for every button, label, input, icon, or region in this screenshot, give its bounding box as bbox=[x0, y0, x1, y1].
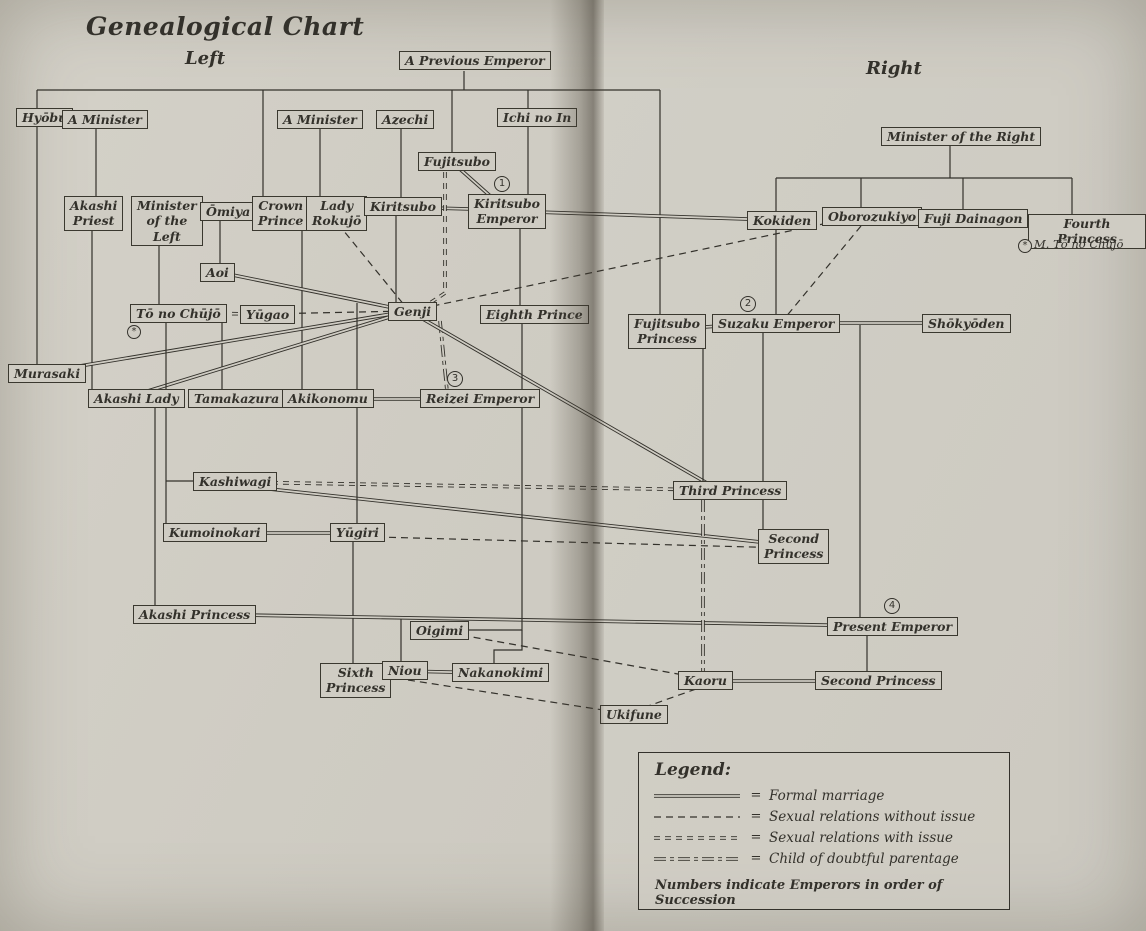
legend-sample-dashed bbox=[654, 815, 740, 818]
edge-double-murasaki-genji bbox=[37, 309, 410, 375]
legend-item-doubtful: = Child of doubtful parentage bbox=[651, 848, 1009, 869]
legend-title: Legend: bbox=[655, 760, 731, 780]
edge-double-kiritsubo-emperor-kokiden bbox=[505, 209, 777, 222]
edge-single-eighth-prince-nakanokimi bbox=[493, 630, 523, 666]
left-page-label: Left bbox=[185, 48, 226, 69]
edge-double-dashed-kashiwagi-third-princess bbox=[227, 480, 720, 492]
legend-equals: = bbox=[750, 809, 762, 824]
edge-dashed-oborozukiyo-suzaku-emperor bbox=[784, 225, 862, 319]
marriage-star-mark-to-no-chujo: * bbox=[127, 325, 141, 339]
person-box-kumoinokari: Kumoinokari bbox=[163, 523, 267, 543]
edge-double-akashi-princess-present-emperor bbox=[182, 612, 881, 628]
person-box-fourth-princess: Fourth Princess bbox=[1028, 214, 1146, 249]
legend-item-dashed: = Sexual relations without issue bbox=[651, 806, 1009, 827]
person-box-akashi-princess: Akashi Princess bbox=[133, 605, 257, 625]
legend-note: Numbers indicate Emperors in order of Su… bbox=[655, 878, 943, 908]
legend-equals: = bbox=[750, 788, 762, 803]
person-box-kokiden: Kokiden bbox=[747, 211, 818, 231]
edge-double-kashiwagi-second-princess-upper bbox=[259, 486, 789, 547]
legend-sample-doubtful bbox=[654, 856, 740, 861]
person-box-fujitsubo-princess: Fujitsubo Princess bbox=[628, 314, 706, 349]
legend-equals: = bbox=[750, 830, 762, 845]
person-box-minister-left: Minister of the Left bbox=[131, 196, 203, 246]
person-box-akikonomu: Akikonomu bbox=[282, 389, 374, 409]
person-box-second-princess-lower: Second Princess bbox=[815, 671, 942, 691]
edge-dashed-genji-oborozukiyo bbox=[408, 215, 862, 312]
marriage-star-mark-fourth-princess: * bbox=[1018, 239, 1032, 253]
edge-double-dashed-fujitsubo-genji bbox=[426, 172, 447, 307]
marriage-note: M. Tō no Chūjō bbox=[1034, 237, 1124, 251]
edge-double-akashi-lady-genji bbox=[124, 309, 410, 400]
person-box-minister-a1: A Minister bbox=[62, 110, 148, 130]
person-box-kiritsubo: Kiritsubo bbox=[364, 197, 442, 217]
succession-number-4: 4 bbox=[884, 598, 900, 614]
succession-number-2: 2 bbox=[740, 296, 756, 312]
legend-label: Formal marriage bbox=[769, 787, 885, 804]
person-box-sixth-princess: Sixth Princess bbox=[320, 663, 392, 698]
legend-label: Sexual relations without issue bbox=[769, 808, 976, 825]
legend-sample-double bbox=[654, 793, 740, 798]
person-box-akashi-priest: Akashi Priest bbox=[64, 196, 124, 231]
page-title: Genealogical Chart bbox=[86, 12, 365, 41]
person-box-lady-rokujo: Lady Rokujō bbox=[306, 196, 368, 231]
person-box-eighth-prince: Eighth Prince bbox=[480, 305, 589, 325]
person-box-kashiwagi: Kashiwagi bbox=[193, 472, 278, 492]
person-box-kiritsubo-emperor: Kiritsubo Emperor bbox=[468, 194, 546, 229]
succession-number-3: 3 bbox=[447, 371, 463, 387]
person-box-present-emperor: Present Emperor bbox=[827, 617, 959, 637]
person-box-fuji-dainagon: Fuji Dainagon bbox=[918, 209, 1029, 229]
person-box-yugao: Yūgao bbox=[240, 305, 296, 325]
person-box-ukifune: Ukifune bbox=[600, 705, 668, 725]
person-box-genji: Genji bbox=[388, 302, 437, 322]
person-box-previous-emperor: A Previous Emperor bbox=[399, 51, 551, 71]
edge-double-aoi-genji bbox=[217, 270, 410, 313]
person-box-omiya: Ōmiya bbox=[200, 202, 257, 222]
person-box-fujitsubo: Fujitsubo bbox=[418, 152, 496, 172]
person-box-nakanokimi: Nakanokimi bbox=[452, 663, 550, 683]
person-box-tamakazura: Tamakazura bbox=[188, 389, 286, 409]
person-box-murasaki: Murasaki bbox=[8, 364, 87, 384]
person-box-minister-a2: A Minister bbox=[277, 110, 363, 130]
person-box-to-no-chujo: Tō no Chūjō bbox=[130, 304, 227, 324]
person-box-oigimi: Oigimi bbox=[410, 621, 470, 641]
person-box-ichi-no-in: Ichi no In bbox=[497, 108, 578, 128]
legend-item-double: = Formal marriage bbox=[651, 785, 1009, 806]
person-box-hyobu: Hyōbu bbox=[16, 108, 74, 128]
legend-label: Child of doubtful parentage bbox=[769, 850, 959, 867]
person-box-aoi: Aoi bbox=[200, 263, 235, 283]
right-page-label: Right bbox=[866, 58, 922, 79]
person-box-minister-right: Minister of the Right bbox=[881, 127, 1042, 147]
person-box-azechi: Azechi bbox=[376, 110, 435, 130]
person-box-third-princess: Third Princess bbox=[673, 481, 788, 501]
legend-item-double-dashed: = Sexual relations with issue bbox=[651, 827, 1009, 848]
person-box-kaoru: Kaoru bbox=[678, 671, 733, 691]
person-box-oborozukiyo: Oborozukiyo bbox=[822, 207, 923, 227]
edge-dashed-oigimi-kaoru bbox=[449, 632, 701, 679]
edge-dashed-lady-rokujo-genji bbox=[329, 213, 410, 312]
person-box-reizei-emperor: Reizei Emperor bbox=[420, 389, 541, 409]
edge-dashed-niou-ukifune bbox=[407, 679, 617, 713]
legend-rows: = Formal marriage = Sexual relations withou… bbox=[639, 785, 1009, 869]
person-box-yugiri: Yūgiri bbox=[330, 523, 385, 543]
legend-sample-double-dashed bbox=[654, 835, 740, 840]
person-box-shokyoden: Shōkyōden bbox=[922, 314, 1011, 334]
edge-doubtful-genji-reizei-emperor bbox=[438, 320, 449, 392]
person-box-niou: Niou bbox=[382, 661, 428, 681]
legend-equals: = bbox=[750, 851, 762, 866]
legend-label: Sexual relations with issue bbox=[769, 829, 953, 846]
person-box-suzaku-emperor: Suzaku Emperor bbox=[712, 314, 841, 334]
person-box-second-princess-upper: Second Princess bbox=[758, 529, 830, 564]
person-box-akashi-lady: Akashi Lady bbox=[88, 389, 185, 409]
succession-number-1: 1 bbox=[494, 176, 510, 192]
legend-box: Legend: = Formal marriage = Sexual relation… bbox=[638, 752, 1010, 910]
person-box-crown-prince: Crown Prince bbox=[252, 196, 310, 231]
